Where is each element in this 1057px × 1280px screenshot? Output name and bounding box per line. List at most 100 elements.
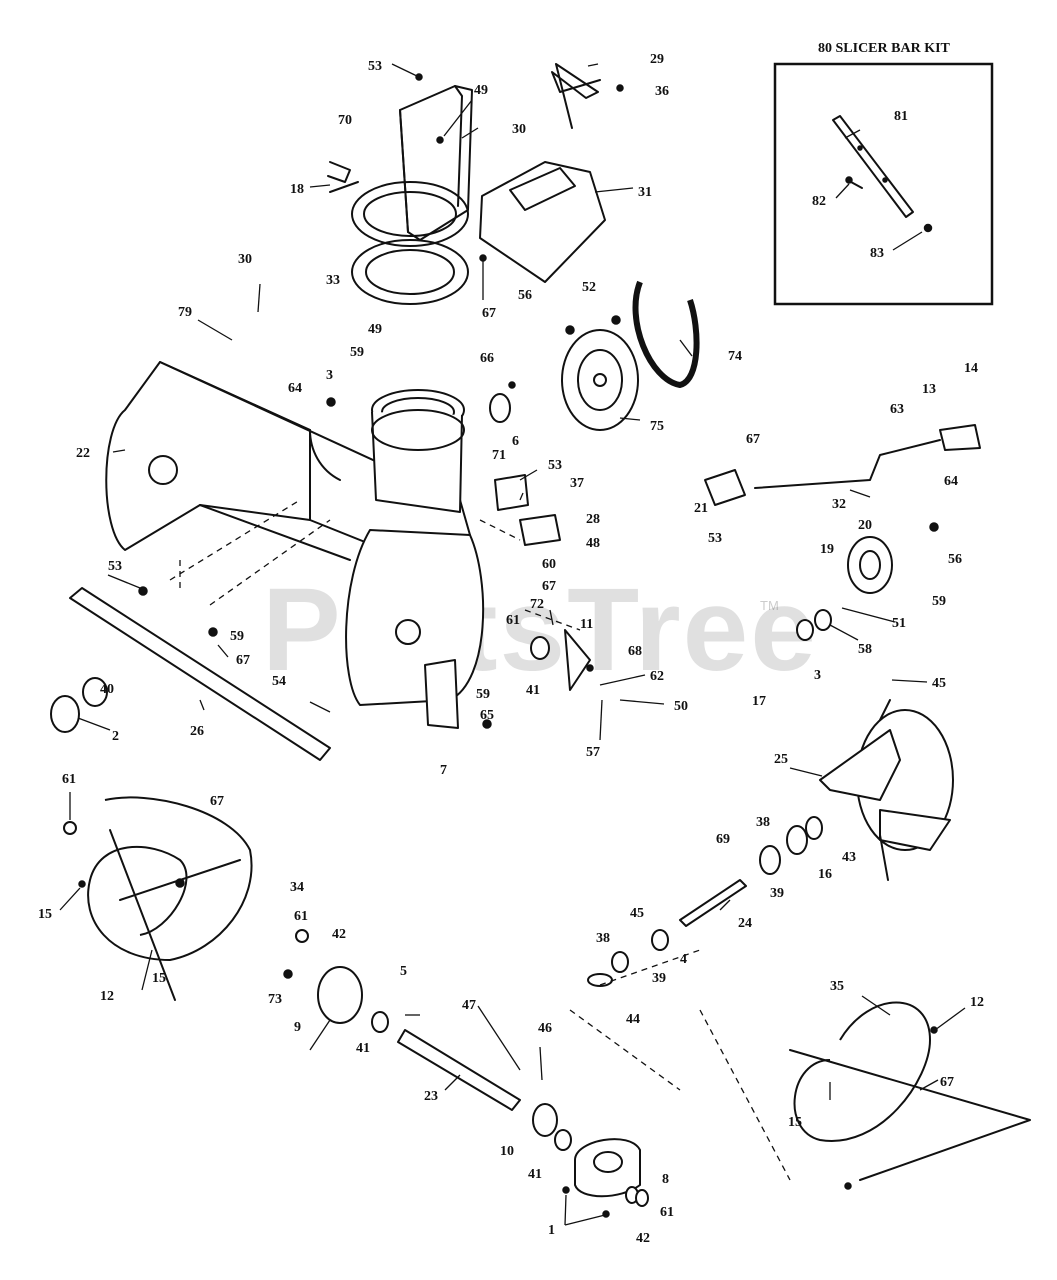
callout-41: 41 — [356, 1041, 370, 1056]
callout-3: 3 — [326, 368, 333, 383]
callout-22: 22 — [76, 446, 90, 461]
callout-65: 65 — [480, 708, 494, 723]
callout-59: 59 — [932, 594, 946, 609]
callout-15: 15 — [788, 1115, 802, 1130]
callout-59: 59 — [476, 687, 490, 702]
callout-53: 53 — [108, 559, 122, 574]
callout-74: 74 — [728, 349, 742, 364]
callout-34: 34 — [290, 880, 304, 895]
chute-deflector-part-31 — [479, 161, 606, 283]
callout-54: 54 — [272, 674, 286, 689]
callout-35: 35 — [830, 979, 844, 994]
pulley-part-75 — [561, 329, 639, 431]
control-rod-part-32 — [754, 424, 981, 489]
right-auger-part-35 — [789, 1001, 1031, 1181]
callout-20: 20 — [858, 518, 872, 533]
callout-71: 71 — [492, 448, 506, 463]
callout-7: 7 — [440, 763, 447, 778]
callout-57: 57 — [586, 745, 600, 760]
callout-56: 56 — [518, 288, 532, 303]
callout-39: 39 — [770, 886, 784, 901]
callout-13: 13 — [922, 382, 936, 397]
callout-48: 48 — [586, 536, 600, 551]
callout-60: 60 — [542, 557, 556, 572]
callout-40: 40 — [100, 682, 114, 697]
callout-49: 49 — [474, 83, 488, 98]
callout-8: 8 — [662, 1172, 669, 1187]
pulley-part-20 — [847, 536, 893, 594]
auger-housing-part-22 — [105, 361, 485, 706]
callout-14: 14 — [964, 361, 978, 376]
callout-39: 39 — [652, 971, 666, 986]
callout-67: 67 — [746, 432, 760, 447]
callout-61: 61 — [660, 1205, 674, 1220]
callout-45: 45 — [932, 676, 946, 691]
callout-43: 43 — [842, 850, 856, 865]
callout-17: 17 — [752, 694, 766, 709]
callout-63: 63 — [890, 402, 904, 417]
callout-38: 38 — [596, 931, 610, 946]
drive-belt-part-74 — [632, 280, 700, 389]
hardware-dots — [63, 73, 939, 1218]
callout-15: 15 — [152, 971, 166, 986]
callout-42: 42 — [332, 927, 346, 942]
callout-61: 61 — [62, 772, 76, 787]
callout-25: 25 — [774, 752, 788, 767]
callout-19: 19 — [820, 542, 834, 557]
callout-33: 33 — [326, 273, 340, 288]
callout-70: 70 — [338, 113, 352, 128]
callout-67: 67 — [542, 579, 556, 594]
callout-53: 53 — [548, 458, 562, 473]
callout-26: 26 — [190, 724, 204, 739]
callout-83: 83 — [870, 246, 884, 261]
slicer-bar-kit-title: 80 SLICER BAR KIT — [818, 41, 951, 56]
callout-53: 53 — [368, 59, 382, 74]
callout-45: 45 — [630, 906, 644, 921]
callout-5: 5 — [400, 964, 407, 979]
callout-64: 64 — [288, 381, 302, 396]
callout-31: 31 — [638, 185, 652, 200]
drive-shaft-part-24 — [679, 879, 747, 927]
auger-shaft-part-23 — [397, 1029, 521, 1111]
callout-28: 28 — [586, 512, 600, 527]
callout-11: 11 — [580, 617, 593, 632]
callout-4: 4 — [680, 952, 687, 967]
callout-59: 59 — [350, 345, 364, 360]
callout-23: 23 — [424, 1089, 438, 1104]
scraper-bar-part-26 — [69, 587, 331, 761]
callout-82: 82 — [812, 194, 826, 209]
callout-21: 21 — [694, 501, 708, 516]
bolt-part-82 — [845, 176, 863, 189]
callout-49: 49 — [368, 322, 382, 337]
callout-41: 41 — [528, 1167, 542, 1182]
callout-59: 59 — [230, 629, 244, 644]
callout-51: 51 — [892, 616, 906, 631]
callout-64: 64 — [944, 474, 958, 489]
callout-41: 41 — [526, 683, 540, 698]
callout-68: 68 — [628, 644, 642, 659]
gearbox-part-8 — [574, 1138, 641, 1198]
callout-67: 67 — [236, 653, 250, 668]
callout-30: 30 — [238, 252, 252, 267]
callout-16: 16 — [818, 867, 832, 882]
callout-61: 61 — [506, 613, 520, 628]
callout-9: 9 — [294, 1020, 301, 1035]
callout-6: 6 — [512, 434, 519, 449]
callout-53: 53 — [708, 531, 722, 546]
left-auger-part-34 — [87, 796, 253, 1001]
callout-67: 67 — [210, 794, 224, 809]
callout-61: 61 — [294, 909, 308, 924]
callout-38: 38 — [756, 815, 770, 830]
callout-52: 52 — [582, 280, 596, 295]
chute-base-part — [371, 389, 465, 513]
callout-56: 56 — [948, 552, 962, 567]
callout-leader-lines — [59, 63, 966, 1226]
callout-15: 15 — [38, 907, 52, 922]
handle-part-18 — [327, 161, 359, 193]
callout-44: 44 — [626, 1012, 640, 1027]
callout-75: 75 — [650, 419, 664, 434]
callout-1: 1 — [548, 1223, 555, 1238]
callout-46: 46 — [538, 1021, 552, 1036]
callout-73: 73 — [268, 992, 282, 1007]
callout-12: 12 — [100, 989, 114, 1004]
